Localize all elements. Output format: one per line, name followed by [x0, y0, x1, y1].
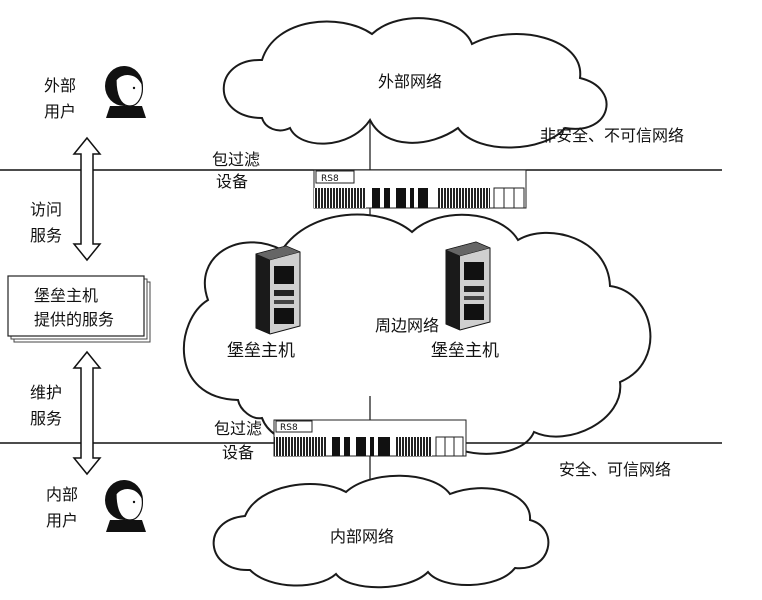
access-service-arrow	[72, 136, 102, 262]
bastion-host-label-left: 堡垒主机	[227, 341, 295, 361]
internal-user-label-2: 用户	[46, 511, 78, 530]
external-network-cloud	[222, 17, 608, 149]
perimeter-network-label: 周边网络	[375, 316, 439, 335]
bottom-device-brand: RS8	[280, 423, 298, 433]
external-user-label-1: 外部	[44, 76, 76, 95]
bottom-filter-label-1: 包过滤	[214, 419, 262, 438]
external-user-avatar-icon	[105, 66, 146, 118]
bottom-filter-label-2: 设备	[222, 443, 254, 462]
top-filter-label-2: 设备	[216, 172, 248, 191]
internal-network-cloud	[212, 474, 550, 589]
top-packet-filter-device: RS8	[313, 169, 527, 209]
access-service-label-2: 服务	[30, 226, 62, 245]
untrusted-zone-label: 非安全、不可信网络	[540, 126, 684, 145]
trusted-zone-label: 安全、可信网络	[559, 460, 671, 479]
maintenance-service-arrow	[72, 350, 102, 476]
top-filter-label-1: 包过滤	[212, 150, 260, 169]
bastion-services-label-1: 堡垒主机	[34, 286, 98, 305]
access-service-label-1: 访问	[30, 200, 62, 219]
bastion-services-label-2: 提供的服务	[34, 310, 114, 329]
bastion-services-box	[7, 275, 151, 343]
internal-user-avatar-icon	[105, 480, 146, 532]
external-network-label: 外部网络	[378, 72, 442, 91]
bastion-host-server-right	[445, 241, 491, 331]
top-device-brand: RS8	[321, 174, 339, 184]
internal-network-label: 内部网络	[330, 527, 394, 546]
bastion-host-label-right: 堡垒主机	[431, 341, 499, 361]
maintenance-service-label-1: 维护	[30, 383, 62, 402]
external-user-label-2: 用户	[44, 102, 76, 121]
bastion-host-server-left	[255, 245, 301, 335]
internal-user-label-1: 内部	[46, 485, 78, 504]
bottom-packet-filter-device: RS8	[273, 419, 467, 457]
maintenance-service-label-2: 服务	[30, 409, 62, 428]
